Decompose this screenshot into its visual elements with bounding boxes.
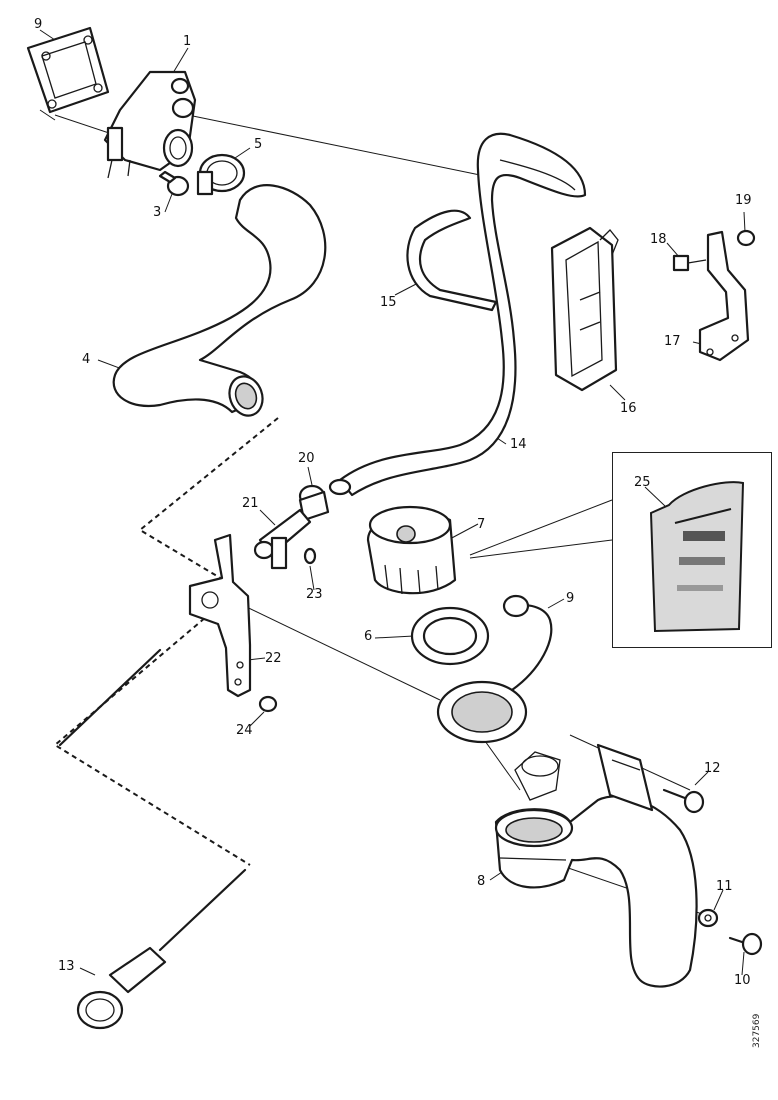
- label-plate-25: [649, 481, 745, 633]
- callout-18: 18: [650, 232, 667, 247]
- strap-15: [406, 209, 498, 312]
- callout-6: 6: [364, 629, 373, 644]
- gasket-2: [26, 26, 110, 114]
- nut-19: [736, 229, 756, 247]
- connector-21: [253, 508, 312, 570]
- callout-17: 17: [664, 334, 681, 349]
- callout-22: 22: [265, 651, 282, 666]
- bracket-22: [188, 533, 252, 698]
- clip-23: [303, 547, 317, 565]
- filler-neck-8: [494, 743, 698, 988]
- callout-9a: 9: [34, 17, 43, 32]
- hose-clamp-5: [196, 153, 246, 196]
- callout-5: 5: [254, 137, 263, 152]
- screw-3: [158, 170, 190, 197]
- callout-4: 4: [82, 352, 91, 367]
- dipstick-13: [58, 648, 247, 1030]
- callout-8: 8: [477, 874, 486, 889]
- callout-23: 23: [306, 587, 323, 602]
- bracket-16: [550, 226, 619, 392]
- callout-19: 19: [735, 193, 752, 208]
- callout-14: 14: [510, 437, 527, 452]
- callout-21: 21: [242, 496, 259, 511]
- bolt-10: [728, 932, 763, 956]
- overflow-hose-14: [328, 132, 587, 497]
- callout-3: 3: [153, 205, 162, 220]
- inset-frame: [612, 452, 772, 648]
- washer-11: [697, 908, 719, 928]
- callout-24: 24: [236, 723, 253, 738]
- callout-7: 7: [477, 517, 486, 532]
- connector-20: [298, 484, 330, 522]
- bolt-24: [258, 695, 278, 713]
- leader-lines: [39, 29, 746, 976]
- seal-ring-6: [410, 606, 490, 666]
- callout-20: 20: [298, 451, 315, 466]
- filler-cap-7: [366, 505, 457, 595]
- bolt-12: [662, 788, 705, 814]
- callout-25: 25: [634, 475, 651, 490]
- callout-16: 16: [620, 401, 637, 416]
- callout-1: 1: [183, 34, 192, 49]
- cap-tether-9: [436, 594, 553, 744]
- callout-12: 12: [704, 761, 721, 776]
- callout-9b: 9: [566, 591, 575, 606]
- document-id: 327569: [752, 1013, 762, 1048]
- callout-13: 13: [58, 959, 75, 974]
- bracket-17: [698, 230, 750, 362]
- coolant-hose-4: [112, 184, 327, 417]
- callout-10: 10: [734, 973, 751, 988]
- bolt-18: [672, 254, 707, 272]
- callout-15: 15: [380, 295, 397, 310]
- thermostat-housing-1: [103, 70, 197, 179]
- callout-11: 11: [716, 879, 733, 894]
